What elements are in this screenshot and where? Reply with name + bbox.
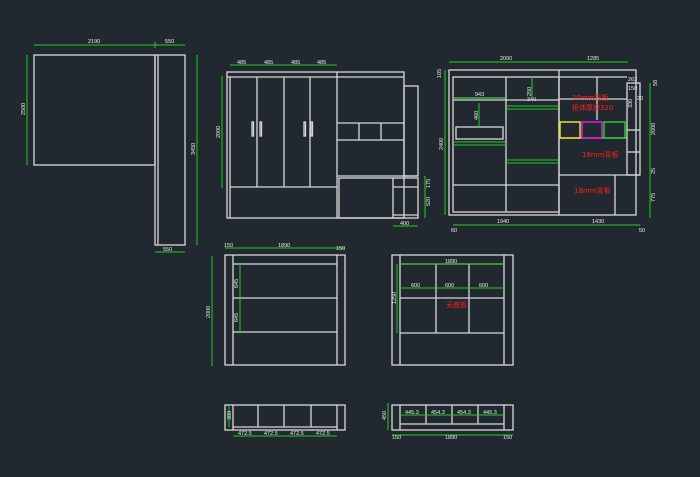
dim-bottom-right: 1430	[592, 219, 604, 225]
dim-inner-a: 250	[527, 87, 533, 96]
dim-door-1: 485	[237, 60, 246, 66]
dim-width: 1890	[445, 435, 457, 441]
note-no-bottom: 无底板	[446, 300, 467, 309]
dim-cell-2: 454.3	[431, 410, 445, 416]
dim-door-3: 485	[291, 60, 300, 66]
dim-door-4: 485	[317, 60, 326, 66]
front-view-left: 150 1890 150 2000 645 645	[206, 243, 346, 366]
dim-cell-1: 472.5	[238, 431, 252, 437]
dim-drawer-width: 400	[400, 221, 409, 227]
green-cell	[603, 121, 626, 139]
dim-right-b: 150	[628, 86, 637, 92]
base-left: 380 472.5 472.5 472.5 472.5	[224, 404, 346, 437]
plan-view: 2190 550 2500 3450 550	[21, 39, 198, 253]
note-backboard-10: 10mm背板	[572, 93, 609, 102]
wardrobe-elevation: 485 485 485 485 2000 175 520 400	[216, 60, 432, 227]
dim-top-gap: 105	[437, 69, 443, 78]
dim-right-a: 263	[628, 77, 637, 83]
dim-cell-4: 472.5	[316, 431, 330, 437]
dim-side-right: 150	[336, 246, 345, 252]
dim-gap-right: 50	[639, 228, 645, 234]
dim-side-left: 150	[224, 243, 233, 249]
dim-cell-4: 445.3	[483, 410, 497, 416]
dim-side-right: 150	[503, 435, 512, 441]
dim-right-g: 775	[651, 193, 657, 202]
dim-height: 2000	[206, 306, 212, 318]
note-depth: 柜体厚度320	[572, 103, 613, 112]
dim-door-2: 485	[264, 60, 273, 66]
dim-desk-height: 520	[426, 197, 432, 206]
dim-plan-bottom: 550	[163, 247, 172, 253]
dim-right-c: 58	[653, 80, 659, 86]
dim-right-d: 20	[637, 96, 643, 102]
magenta-cell	[581, 121, 603, 139]
note-backboard-18b: 18mm背板	[574, 186, 611, 195]
dim-shelf-a: 645	[234, 279, 240, 288]
yellow-cell	[559, 121, 581, 139]
dim-wall-height: 2400	[439, 138, 445, 150]
dim-top-left: 2000	[500, 56, 512, 62]
front-view-right: 1890 600 600 600 1250 无底板	[391, 254, 514, 366]
dim-right-height: 2000	[651, 123, 657, 135]
dim-cell-1: 445.3	[405, 410, 419, 416]
dim-width: 1890	[278, 243, 290, 249]
base-right: 445.3 454.3 454.3 445.3 450 150 1890 150	[382, 403, 514, 441]
dim-inner-c: 460	[474, 111, 480, 120]
dim-cell-3: 472.5	[290, 431, 304, 437]
dim-cell-b: 600	[445, 283, 454, 289]
dim-cell-c: 600	[479, 283, 488, 289]
dim-base-height: 380	[227, 411, 233, 420]
dim-top-right: 1285	[587, 56, 599, 62]
dim-gap-left: 60	[451, 228, 457, 234]
note-backboard-18a: 18mm背板	[582, 150, 619, 159]
wall-elevation: 2000 1285 2400 105 943 250 340 460 263 1…	[437, 56, 659, 234]
dim-wardrobe-height: 2000	[216, 126, 222, 138]
dim-base-height: 450	[382, 411, 388, 420]
dim-cell-3: 454.3	[457, 410, 471, 416]
dim-bottom-left: 1940	[497, 219, 509, 225]
dim-plan-width: 2190	[88, 39, 100, 45]
dim-shelf-b: 645	[234, 313, 240, 322]
dim-cell-2: 472.5	[264, 431, 278, 437]
dim-cell-a: 600	[411, 283, 420, 289]
dim-inner-b: 340	[527, 97, 536, 103]
dim-plan-length: 3450	[191, 143, 197, 155]
dim-side-left: 150	[392, 435, 401, 441]
dim-right-f: 25	[651, 168, 657, 174]
dim-right-e: 330	[628, 99, 634, 108]
dim-height: 1250	[392, 292, 398, 304]
dim-plan-side: 550	[165, 39, 174, 45]
dim-plan-depth: 2500	[21, 103, 27, 115]
dim-desk-top: 175	[426, 179, 432, 188]
dim-shelf-width: 943	[475, 92, 484, 98]
dim-width: 1890	[445, 259, 457, 265]
